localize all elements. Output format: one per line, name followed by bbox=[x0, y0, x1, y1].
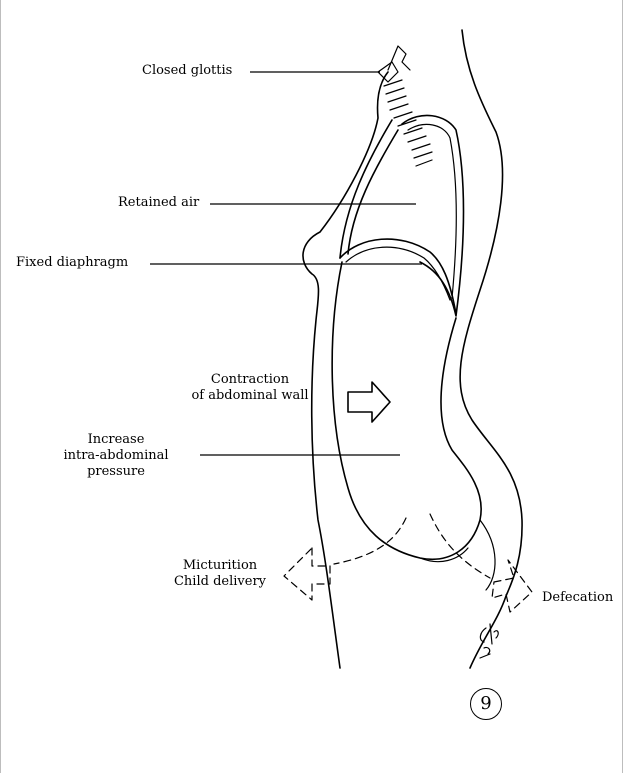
label-retained-air: Retained air bbox=[118, 195, 199, 211]
front-body-outline bbox=[303, 72, 388, 668]
label-micturition: Micturition Child delivery bbox=[160, 558, 280, 590]
artist-signature bbox=[480, 624, 498, 658]
back-body-outline bbox=[460, 30, 522, 668]
abdominal-cavity bbox=[332, 262, 481, 559]
label-contraction: Contraction of abdominal wall bbox=[182, 372, 318, 404]
contraction-arrow bbox=[348, 382, 390, 422]
label-fixed-diaphragm: Fixed diaphragm bbox=[16, 255, 128, 271]
micturition-path bbox=[334, 518, 406, 564]
defecation-path bbox=[430, 514, 490, 578]
posterior-wall bbox=[480, 520, 495, 590]
label-closed-glottis: Closed glottis bbox=[142, 63, 232, 79]
label-defecation: Defecation bbox=[542, 590, 613, 606]
lung-outline-inner bbox=[408, 124, 456, 298]
lung-outline bbox=[402, 115, 464, 316]
label-pressure: Increase intra-abdominal pressure bbox=[46, 432, 186, 480]
defecation-arrow bbox=[492, 560, 532, 612]
trachea bbox=[384, 46, 432, 166]
figure-number: 9 bbox=[480, 693, 491, 714]
figure-number-badge: 9 bbox=[470, 688, 502, 720]
micturition-arrow bbox=[284, 548, 330, 600]
